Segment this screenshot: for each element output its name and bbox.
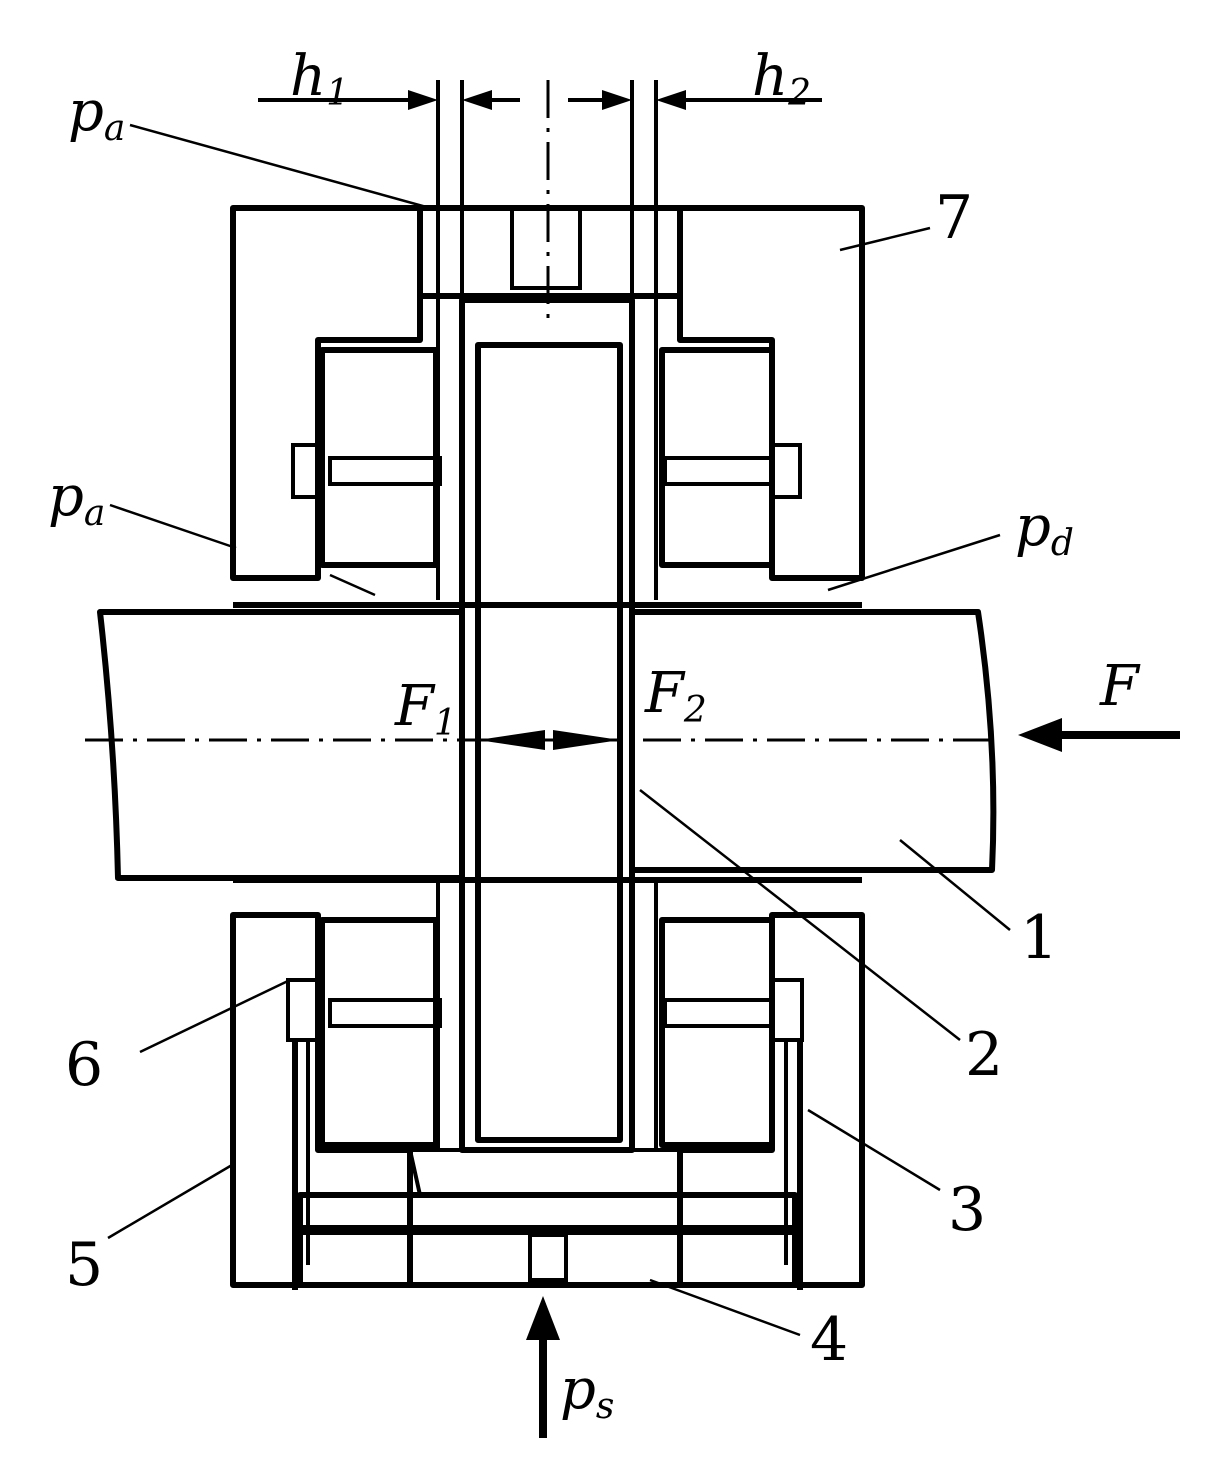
oil-channels bbox=[292, 1040, 803, 1290]
part-number-7: 7 bbox=[935, 183, 973, 253]
label-ps: ps bbox=[560, 1357, 614, 1427]
part-number-1: 1 bbox=[1020, 903, 1058, 973]
label-h2: h2 bbox=[752, 44, 811, 114]
housing-7 bbox=[230, 205, 865, 1288]
part-numbers: 1 2 3 4 5 6 7 bbox=[65, 183, 1058, 1375]
label-pa-left: pa bbox=[48, 464, 105, 534]
label-pd: pd bbox=[1015, 494, 1074, 564]
shaft-1 bbox=[97, 602, 997, 883]
part-number-4: 4 bbox=[810, 1305, 848, 1375]
top-ring bbox=[417, 205, 683, 299]
leader-lines bbox=[107, 123, 1011, 1337]
bottom-ring-4 bbox=[297, 1148, 798, 1288]
part-number-3: 3 bbox=[948, 1175, 986, 1245]
part-number-2: 2 bbox=[965, 1020, 1003, 1090]
force-arrows bbox=[478, 718, 1180, 1438]
label-F: F bbox=[1099, 654, 1141, 719]
clearance-lines bbox=[436, 80, 658, 1150]
dimension-arrows bbox=[258, 90, 822, 110]
part-number-6: 6 bbox=[65, 1030, 103, 1100]
part-number-5: 5 bbox=[65, 1230, 103, 1300]
label-F2: F2 bbox=[644, 661, 707, 731]
symbol-labels: h1 h2 pa pa pd F1 F2 F ps bbox=[48, 44, 1141, 1427]
thrust-collar bbox=[459, 297, 635, 1153]
label-h1: h1 bbox=[290, 44, 349, 114]
label-F1: F1 bbox=[394, 674, 457, 744]
label-pa-top: pa bbox=[68, 79, 125, 149]
